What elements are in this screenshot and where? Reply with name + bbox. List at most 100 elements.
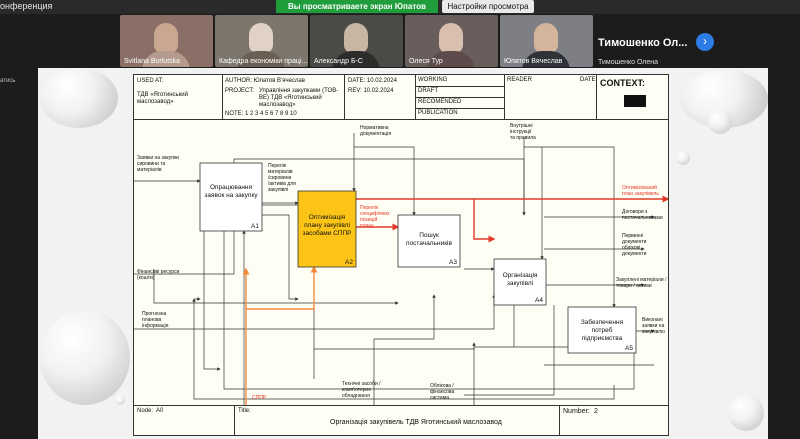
arrow-label: специфічних [360,211,390,217]
control-label: та правила [510,135,536,141]
active-speaker-name: Тимошенко Ол... [598,37,688,49]
output-label: облікові [622,245,640,251]
participant-face [249,23,273,53]
participant-name: Кафедра економіки праці... [219,58,308,65]
mechanism-label: СППР [252,395,267,401]
box-a4-line: Організація [503,271,538,279]
arrow-label: закупівлі [268,187,288,193]
screen-share-banner: Вы просматриваете экран Юпатов Вячеслав [276,0,438,24]
project-label: PROJECT: [225,88,255,94]
box-a2-id: A2 [345,259,353,266]
output-label: Первинні [622,233,643,239]
diagram-title: Організація закупівель ТДВ Яготинський м… [330,419,502,426]
status-working: WORKING [418,77,448,83]
participant-face [534,23,558,53]
arrow-label: матеріалів [268,169,293,175]
arrow-label: позицій [360,216,377,223]
box-a2-line: плану закупівлі [304,221,350,229]
box-a5-id: A5 [625,345,633,352]
number-value: 2 [594,408,598,415]
status-draft: DRAFT [418,88,438,94]
input-label: Прогнозна [142,311,167,317]
output-label: документи [622,251,647,257]
box-a3-id: A3 [449,259,457,266]
mechanism-label: Технічні засоби / [342,381,381,387]
input-label: сировини та [137,161,165,167]
control-label: інструкції [510,129,532,135]
input-label: (кошти) [137,275,155,281]
decorative-bubble [40,68,118,128]
arrow-label: Перелік [360,205,379,211]
context-thumbnail [624,95,646,107]
participant-name: Олеся Тур [409,58,443,65]
arrow-label: /активів для [268,181,296,187]
box-a4-id: A4 [535,297,543,304]
activity-box-a1 [199,162,263,232]
arrow-label: Перелік [268,163,287,169]
output-label: постачальниками [622,215,663,221]
used-at-label: USED AT: [137,78,164,84]
status-publication: PUBLICATION [418,110,458,116]
decorative-bubble [708,110,732,134]
box-a4-line: закупівлі [507,279,533,287]
box-a1-line: Опрацювання [210,184,253,191]
box-a5-line: підприємства [582,334,623,342]
participant-tile[interactable]: Олеся Тур [405,15,498,67]
input-label: матеріалів [137,167,162,173]
app-title: онференция [0,1,53,11]
participant-name: Svitlana Burlutska [124,58,181,65]
output-label: закупівлю [642,329,665,335]
idef0-diagram: USED AT: ТДВ «Яготинський маслозавод» AU… [133,74,669,436]
conference-top-bar: онференция Вы просматриваете экран Юпато… [0,0,800,24]
output-label: заявки на [642,323,665,329]
activity-box-a4 [493,258,547,306]
box-a1-line: заявок на закупку [204,192,258,199]
activity-box-a2 [297,190,357,268]
box-a3-line: Пошук [419,232,439,239]
output-label: документи [622,239,647,245]
box-a3-line: постачальників [406,239,452,247]
node-value: A0 [156,408,164,414]
participant-name: Юпатов Вячеслав [504,58,563,65]
arrow-label: плану [360,223,374,229]
status-recomended: RECOMENDED [418,99,462,105]
participant-tile[interactable]: Кафедра економіки праці... [215,15,308,67]
next-participants-button[interactable]: › [696,33,714,51]
idef0-canvas: Опрацювання заявок на закупку A1 Оптиміз… [134,123,668,405]
author-field: AUTHOR: Юпатов В'ячеслав [225,78,305,84]
input-label: інформація [142,323,169,329]
arrow-label: /сировини [268,175,291,181]
participant-face [154,23,178,53]
input-label: планова [142,317,162,323]
box-a2-line: Оптимізація [309,213,346,221]
node-label: Node: [137,408,154,414]
input-label: Заявки на закупки [137,155,179,161]
participant-tile[interactable]: Юпатов Вячеслав [500,15,593,67]
decorative-bubble [728,395,764,431]
activity-box-a3 [397,214,461,268]
control-label: Нормативна [360,125,389,131]
date-field: DATE: 10.02.2024 [348,78,397,84]
box-a1-id: A1 [251,223,259,230]
output-label: Закуплені матеріали / [616,277,667,283]
decorative-bubble [115,395,125,405]
rev-field: REV: 10.02.2024 [348,88,394,94]
mechanism-label: фінансова [430,389,454,395]
output-label: Договори з [622,209,648,215]
box-a2-line: засобами СППР [302,229,351,237]
mechanism-label: комп'ютерне [342,387,371,393]
output-label: план закупівель [622,191,659,197]
participant-tile[interactable]: Александр Б-С [310,15,403,67]
decorative-bubble [676,151,690,165]
output-label: Оптимізований [622,184,657,191]
box-a5-line: потреб [592,326,613,334]
title-label: Title: [238,408,251,414]
control-label: документація [360,131,391,137]
project-value: Управління закупками (ТОВ-ВЕ) ТДВ «Яготи… [259,88,339,108]
participant-name: Александр Б-С [314,58,363,65]
box-a5-line: Забезпечення [581,318,624,326]
view-settings-button[interactable]: Настройки просмотра [442,0,534,13]
activity-box-a5 [567,306,637,354]
participant-tile[interactable]: Svitlana Burlutska [120,15,213,67]
number-label: Number: [563,408,590,415]
